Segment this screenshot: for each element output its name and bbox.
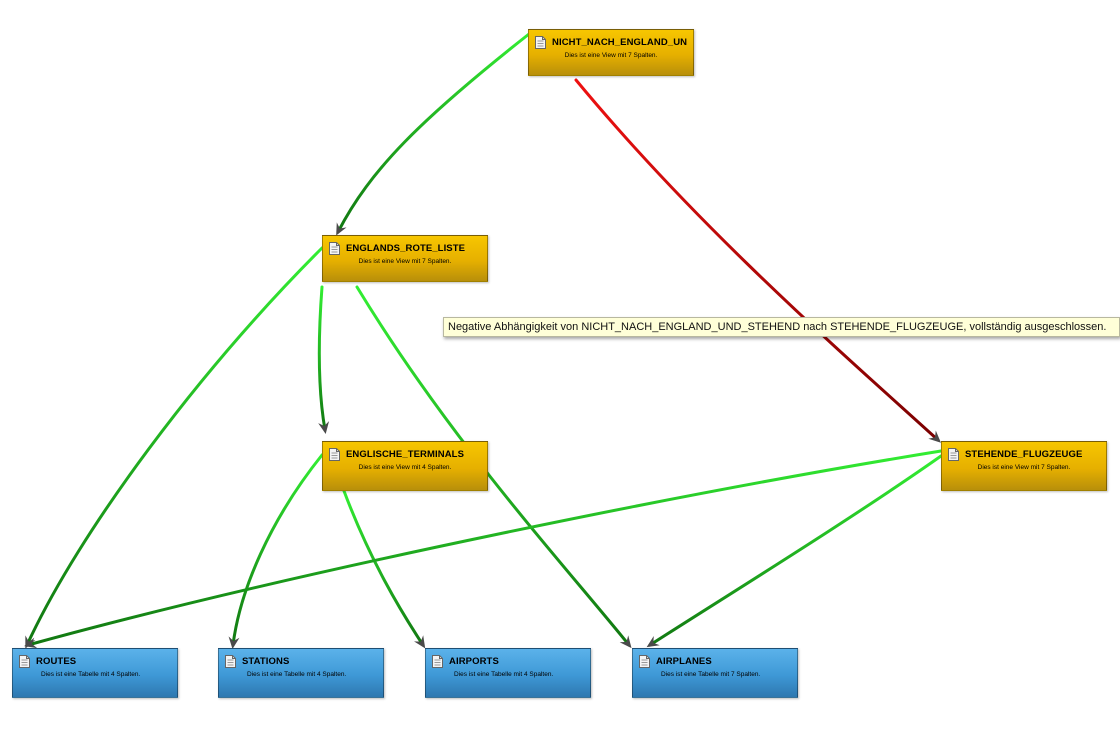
view-document-icon [329,448,340,461]
table-document-icon [19,655,30,668]
arrowhead-icon [24,637,38,649]
edge-englische-terminals-to-airports[interactable] [342,489,425,647]
node-title: STEHENDE_FLUGZEUGE [965,449,1083,460]
arrowhead-icon [318,421,330,434]
view-document-icon [948,448,959,461]
node-description: Dies ist eine View mit 4 Spalten. [358,464,452,471]
node-description: Dies ist eine Tabelle mit 4 Spalten. [41,671,141,678]
edge-nicht-nach-england-to-stehende-flugzeuge[interactable] [574,78,940,442]
table-node-airplanes[interactable]: AIRPLANES Dies ist eine Tabelle mit 7 Sp… [632,648,798,698]
node-title: AIRPORTS [449,656,499,667]
node-title: AIRPLANES [656,656,712,667]
view-document-icon [535,36,546,49]
table-node-stations[interactable]: STATIONS Dies ist eine Tabelle mit 4 Spa… [218,648,384,698]
view-document-icon [329,242,340,255]
node-title: ENGLANDS_ROTE_LISTE [346,243,466,254]
node-title: ENGLISCHE_TERMINALS [346,449,465,460]
table-document-icon [639,655,650,668]
view-node-stehende-flugzeuge[interactable]: STEHENDE_FLUGZEUGE Dies ist eine View mi… [941,441,1107,491]
view-node-englands-rote-liste[interactable]: ENGLANDS_ROTE_LISTE Dies ist eine View m… [322,235,488,282]
edge-stehende-flugzeuge-to-airplanes[interactable] [648,454,943,647]
edge-englands-rote-liste-to-englische-terminals[interactable] [317,285,327,432]
table-document-icon [432,655,443,668]
node-title: NICHT_NACH_ENGLAND_UN [552,37,688,48]
view-node-englische-terminals[interactable]: ENGLISCHE_TERMINALS Dies ist eine View m… [322,441,488,491]
edge-nicht-nach-england-to-englands-rote-liste[interactable] [336,32,531,234]
node-description: Dies ist eine View mit 7 Spalten. [358,258,452,265]
node-description: Dies ist eine Tabelle mit 4 Spalten. [454,671,554,678]
arrowhead-icon [619,635,632,649]
node-description: Dies ist eine Tabelle mit 7 Spalten. [661,671,761,678]
node-title: ROUTES [36,656,77,667]
node-description: Dies ist eine Tabelle mit 4 Spalten. [247,671,347,678]
edge-tooltip: Negative Abhängigkeit von NICHT_NACH_ENG… [443,317,1120,337]
table-node-routes[interactable]: ROUTES Dies ist eine Tabelle mit 4 Spalt… [12,648,178,698]
edge-englische-terminals-to-stations[interactable] [231,453,324,647]
node-description: Dies ist eine View mit 7 Spalten. [977,464,1071,471]
node-description: Dies ist eine View mit 7 Spalten. [564,52,658,59]
arrowhead-icon [336,222,347,236]
arrowhead-icon [928,430,941,443]
arrowhead-icon [228,636,240,649]
node-title: STATIONS [242,656,290,667]
edge-stehende-flugzeuge-to-routes[interactable] [26,449,943,647]
view-node-nicht-nach-england[interactable]: NICHT_NACH_ENGLAND_UN Dies ist eine View… [528,29,694,76]
edge-englands-rote-liste-to-airplanes[interactable] [355,285,631,647]
arrowhead-icon [414,635,426,649]
table-document-icon [225,655,236,668]
edge-englands-rote-liste-to-routes[interactable] [25,246,324,647]
table-node-airports[interactable]: AIRPORTS Dies ist eine Tabelle mit 4 Spa… [425,648,591,698]
arrowhead-icon [646,636,660,648]
